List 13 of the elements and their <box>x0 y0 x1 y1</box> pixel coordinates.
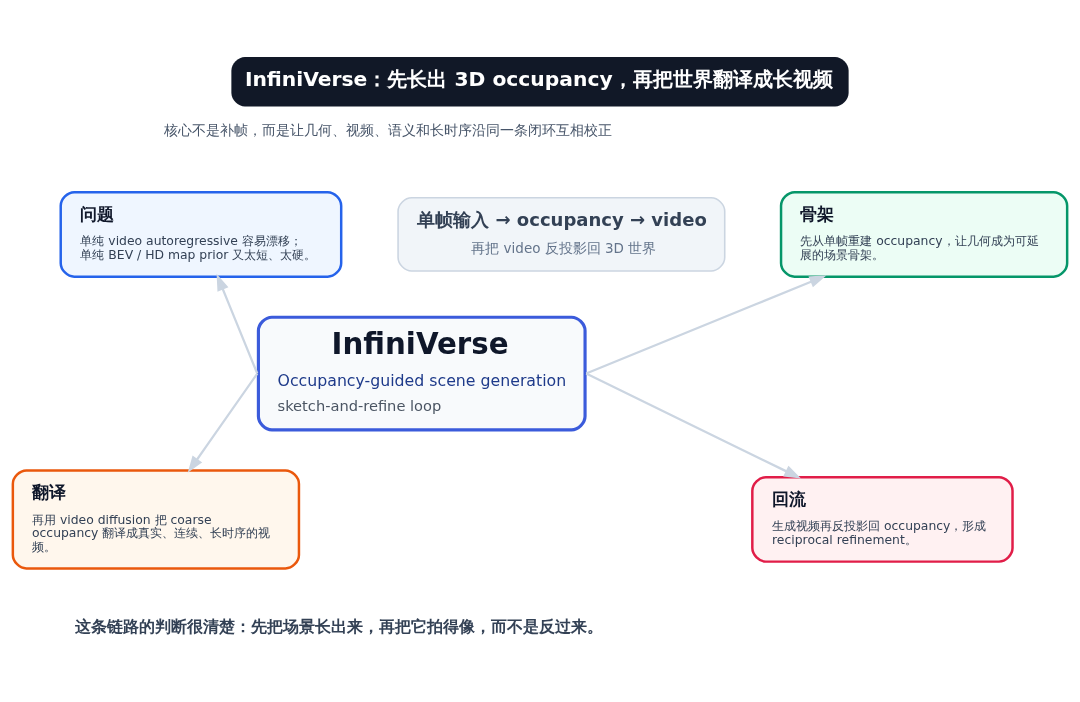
node-box: 问题 单纯 video autoregressive 容易漂移；单纯 BEV / HD map prior 又太短、太硬。 <box>59 190 343 278</box>
diagram-title: InfiniVerse：先长出 3D occupancy，再把世界翻译成长视频 <box>244 66 833 91</box>
label: 这条链路的判断很清楚：先把场景长出来，再把它拍得像，而不是反过来。 <box>75 617 604 637</box>
node-box: 回流 生成视频再反投影回 occupancy，形成 reciprocal refinement。 <box>751 475 1014 563</box>
arrow <box>585 372 801 479</box>
arrow <box>585 275 827 375</box>
node-box: 翻译 再用 video diffusion 把 coarse occupancy 翻译成真实、连续、长时序的视频。 <box>11 469 301 570</box>
node-box: 骨架 先从单帧重建 occupancy，让几何成为可延展的场景骨架。 <box>779 190 1069 278</box>
arrow <box>216 273 259 374</box>
arrow <box>187 372 259 473</box>
label: 核心不是补帧，而是让几何、视频、语义和长时序沿同一条闭环互相校正 <box>164 121 613 138</box>
node-box: InfiniVerse Occupancy-guided scene generation sketch-and-refine loop <box>256 315 587 432</box>
node-box: 单帧输入 → occupancy → video 再把 video 反投影回 3D 世界 <box>397 197 726 272</box>
